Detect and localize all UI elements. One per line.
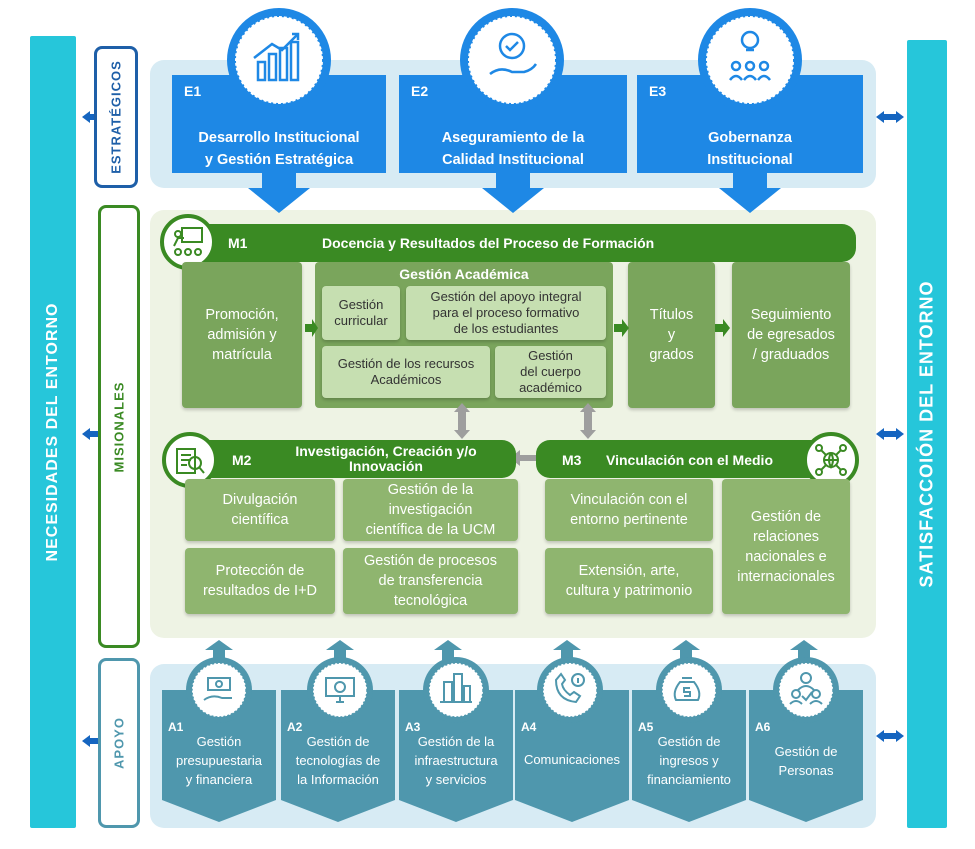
section-label-strategic: ESTRATÉGICOS [94,46,138,188]
right-bar: SATISFACCOIÓN DEL ENTORNO [907,40,947,828]
strategic-down-arrows [248,173,781,213]
m2-transfer[interactable]: Gestión de procesos de transferencia tec… [343,548,518,614]
m1-header[interactable]: M1 Docencia y Resultados del Proceso de … [170,224,856,262]
teacher-icon [160,214,216,270]
m2-header[interactable]: M2 Investigación, Creación y/o Innovació… [172,440,516,478]
quality-hand-icon [460,8,564,112]
support-a4[interactable]: A4 Comunicaciones [521,720,621,767]
buildings-icon [440,673,472,703]
support-a6[interactable]: A6 Gestión de Personas [755,720,838,778]
m1-promotion[interactable]: Promoción, admisión y matrícula [182,262,302,408]
m1-titles[interactable]: Títulos y grados [628,262,715,408]
m1-resources[interactable]: Gestión de los recursos Académicos [322,346,490,398]
computer-network-icon [325,677,355,703]
m3-relations[interactable]: Gestión de relaciones nacionales e inter… [722,479,850,614]
m3-relevant[interactable]: Vinculación con el entorno pertinente [545,479,713,541]
academic-title: Gestión Académica [399,266,529,282]
growth-chart-icon [227,8,331,112]
m1-faculty[interactable]: Gestión del cuerpo académico [495,346,606,398]
support-a3[interactable]: A3 Gestión de la infraestructura y servi… [405,720,498,787]
support-a2[interactable]: A2 Gestión de tecnologías de la Informac… [287,720,381,787]
m1-integral-support[interactable]: Gestión del apoyo integral para el proce… [406,286,606,340]
people-check-icon [789,672,823,705]
m3-extension[interactable]: Extensión, arte, cultura y patrimonio [545,548,713,614]
m1-followup[interactable]: Seguimiento de egresados / graduados [732,262,850,408]
m2-research[interactable]: Gestión de la investigación científica d… [343,479,518,541]
section-label-support: APOYO [98,658,140,828]
money-bag-icon [673,677,701,701]
section-label-mission: MISIONALES [98,205,140,648]
m2-dissemination[interactable]: Divulgación científica [185,479,335,541]
support-a1[interactable]: A1 Gestión presupuestaria y financiera [168,720,262,787]
phone-info-icon [554,672,585,704]
money-hand-icon [203,677,232,701]
m3-header[interactable]: M3 Vinculación con el Medio [536,440,846,478]
m2-protection[interactable]: Protección de resultados de I+D [185,548,335,614]
lightbulb-team-icon [698,8,802,112]
m1-curricular[interactable]: Gestión curricular [322,286,400,340]
support-a5[interactable]: A5 Gestión de ingresos y financiamiento [638,720,731,787]
left-bar: NECESIDADES DEL ENTORNO [30,36,76,828]
